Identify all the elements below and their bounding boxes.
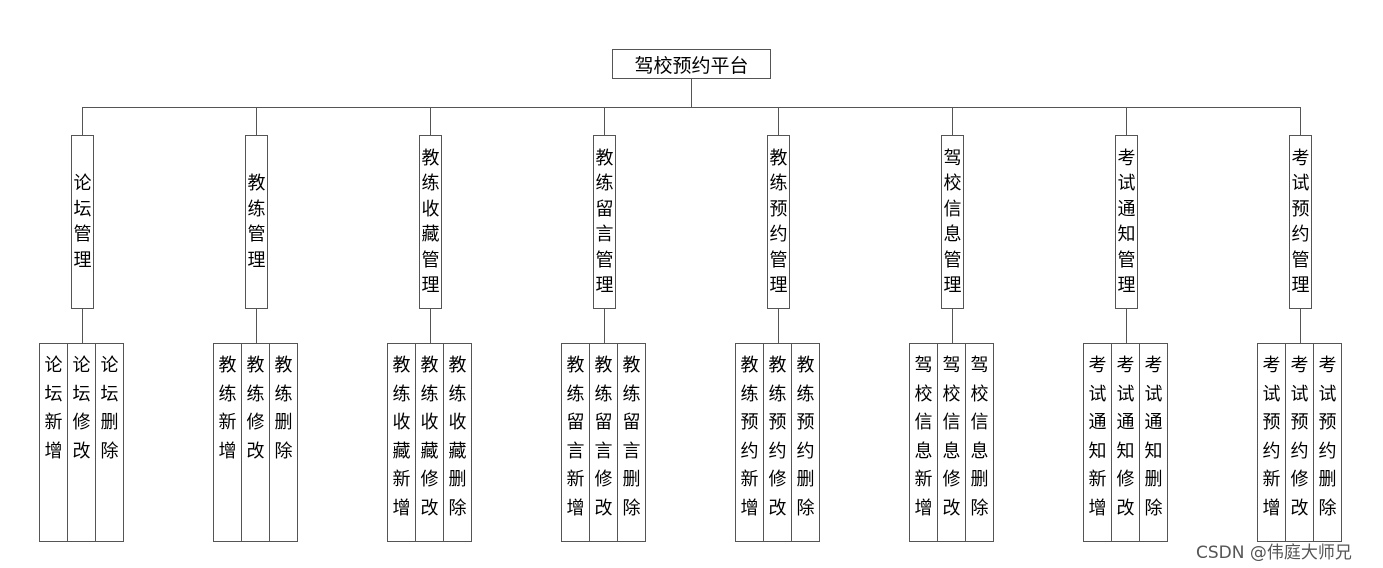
leaf-node: 教练预约修改	[763, 343, 792, 542]
module-label: 教练收藏管理	[421, 147, 440, 297]
leaf-node: 教练留言删除	[617, 343, 646, 542]
leaf-label: 考试通知删除	[1144, 355, 1163, 519]
leaf-label: 教练删除	[274, 355, 293, 462]
leaf-label: 教练新增	[218, 355, 237, 462]
root-label: 驾校预约平台	[634, 54, 749, 77]
leaf-label: 驾校信息删除	[970, 355, 989, 519]
leaf-node: 考试预约修改	[1285, 343, 1314, 542]
leaf-node: 教练收藏新增	[387, 343, 416, 542]
leaf-label: 考试通知修改	[1116, 355, 1135, 519]
module-node: 驾校信息管理	[941, 135, 964, 309]
leaf-node: 驾校信息删除	[965, 343, 994, 542]
leaf-node: 考试预约新增	[1257, 343, 1286, 542]
leaf-node: 教练留言新增	[561, 343, 590, 542]
leaf-label: 教练预约删除	[796, 355, 815, 519]
module-node: 教练管理	[245, 135, 268, 309]
module-label: 驾校信息管理	[943, 147, 962, 297]
leaf-node: 教练收藏修改	[415, 343, 444, 542]
leaf-node: 教练留言修改	[589, 343, 618, 542]
leaf-node: 论坛修改	[67, 343, 96, 542]
module-node: 论坛管理	[71, 135, 94, 309]
leaf-node: 考试通知删除	[1139, 343, 1168, 542]
leaf-label: 考试通知新增	[1088, 355, 1107, 519]
leaf-label: 考试预约删除	[1318, 355, 1337, 519]
leaf-label: 考试预约修改	[1290, 355, 1309, 519]
module-node: 考试预约管理	[1289, 135, 1312, 309]
leaf-node: 考试通知修改	[1111, 343, 1140, 542]
leaf-label: 考试预约新增	[1262, 355, 1281, 519]
leaf-label: 教练留言删除	[622, 355, 641, 519]
module-node: 考试通知管理	[1115, 135, 1138, 309]
leaf-label: 驾校信息修改	[942, 355, 961, 519]
module-node: 教练预约管理	[767, 135, 790, 309]
leaf-label: 教练收藏删除	[448, 355, 467, 519]
root-node: 驾校预约平台	[612, 49, 771, 79]
leaf-node: 教练新增	[213, 343, 242, 542]
module-label: 考试通知管理	[1117, 147, 1136, 297]
leaf-label: 教练留言新增	[566, 355, 585, 519]
leaf-node: 教练预约新增	[735, 343, 764, 542]
module-label: 论坛管理	[73, 173, 92, 271]
module-label: 教练留言管理	[595, 147, 614, 297]
leaf-node: 考试通知新增	[1083, 343, 1112, 542]
leaf-label: 论坛新增	[44, 355, 63, 462]
leaf-label: 教练收藏新增	[392, 355, 411, 519]
leaf-node: 论坛新增	[39, 343, 68, 542]
module-node: 教练收藏管理	[419, 135, 442, 309]
leaf-label: 驾校信息新增	[914, 355, 933, 519]
leaf-label: 教练留言修改	[594, 355, 613, 519]
module-label: 考试预约管理	[1291, 147, 1310, 297]
leaf-node: 教练收藏删除	[443, 343, 472, 542]
leaf-node: 驾校信息新增	[909, 343, 938, 542]
leaf-node: 教练删除	[269, 343, 298, 542]
leaf-label: 论坛删除	[100, 355, 119, 462]
leaf-label: 教练修改	[246, 355, 265, 462]
leaf-label: 论坛修改	[72, 355, 91, 462]
leaf-node: 驾校信息修改	[937, 343, 966, 542]
watermark: CSDN @伟庭大师兄	[1196, 543, 1352, 563]
leaf-label: 教练收藏修改	[420, 355, 439, 519]
leaf-node: 教练修改	[241, 343, 270, 542]
leaf-label: 教练预约新增	[740, 355, 759, 519]
module-label: 教练预约管理	[769, 147, 788, 297]
leaf-node: 考试预约删除	[1313, 343, 1342, 542]
module-label: 教练管理	[247, 173, 266, 271]
leaf-node: 论坛删除	[95, 343, 124, 542]
leaf-label: 教练预约修改	[768, 355, 787, 519]
module-node: 教练留言管理	[593, 135, 616, 309]
leaf-node: 教练预约删除	[791, 343, 820, 542]
